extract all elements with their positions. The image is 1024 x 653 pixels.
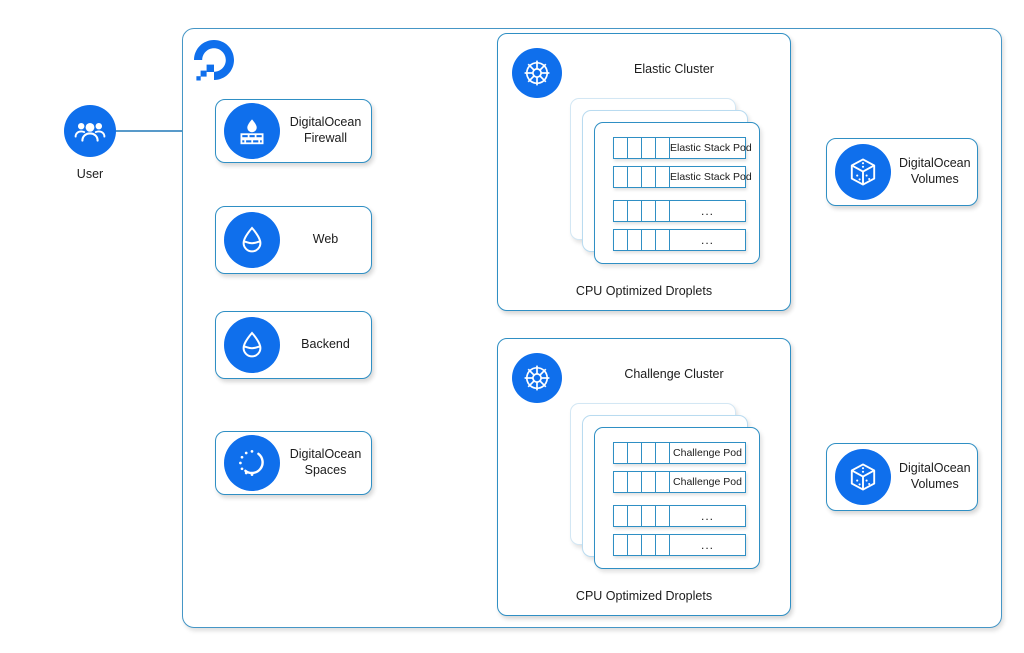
pod-label: Elastic Stack Pod (670, 171, 752, 183)
droplet-card-front: Challenge Pod Challenge Pod ... (594, 427, 760, 569)
cluster-footer: CPU Optimized Droplets (575, 589, 713, 603)
node-digitalocean-firewall[interactable]: DigitalOcean Firewall (215, 99, 372, 163)
pod-row[interactable]: ... (613, 505, 746, 527)
kubernetes-icon (512, 353, 562, 403)
kubernetes-icon (512, 48, 562, 98)
pod-cell (656, 535, 670, 555)
pod-cell (656, 472, 670, 492)
pod-cell (656, 138, 670, 158)
pod-label: Elastic Stack Pod (670, 142, 752, 154)
digitalocean-logo-icon (190, 36, 238, 84)
node-digitalocean-volumes-top[interactable]: DigitalOcean Volumes (826, 138, 978, 206)
cluster-title: Elastic Cluster (634, 62, 714, 76)
pod-cell (656, 167, 670, 187)
node-label: DigitalOcean Volumes (899, 461, 971, 491)
pod-cell (614, 230, 628, 250)
pod-row[interactable]: Challenge Pod (613, 471, 746, 493)
node-backend[interactable]: Backend (215, 311, 372, 379)
droplet-card-front: Elastic Stack Pod Elastic Stack Pod ... (594, 122, 760, 264)
pod-cell (642, 472, 656, 492)
pod-label: ... (700, 509, 714, 523)
node-label: DigitalOcean Firewall (289, 115, 362, 145)
pod-cell (628, 167, 642, 187)
pod-label: Challenge Pod (673, 476, 742, 488)
pod-cell (656, 230, 670, 250)
digitalocean-droplet-icon (224, 212, 280, 268)
node-label: DigitalOcean Spaces (289, 447, 362, 477)
user-label: User (76, 167, 104, 181)
pod-cell (656, 443, 670, 463)
pod-row[interactable]: ... (613, 534, 746, 556)
pod-cell (656, 506, 670, 526)
pod-cell (614, 167, 628, 187)
pod-cell (614, 443, 628, 463)
pod-cell (628, 230, 642, 250)
pod-label: ... (700, 538, 714, 552)
pod-cell (614, 201, 628, 221)
cluster-challenge: Challenge Cluster Challenge Pod Challe (497, 338, 791, 616)
node-digitalocean-volumes-bottom[interactable]: DigitalOcean Volumes (826, 443, 978, 511)
pod-cell (614, 138, 628, 158)
node-label: Backend (301, 337, 350, 352)
pod-row[interactable]: ... (613, 229, 746, 251)
node-label: Web (312, 232, 339, 247)
user-actor: User (50, 105, 130, 195)
pod-cell (628, 472, 642, 492)
digitalocean-volumes-icon (835, 449, 891, 505)
node-web[interactable]: Web (215, 206, 372, 274)
pod-row[interactable]: Elastic Stack Pod (613, 166, 752, 188)
digitalocean-spaces-icon (224, 435, 280, 491)
pod-cell (642, 535, 656, 555)
cluster-footer: CPU Optimized Droplets (575, 284, 713, 298)
droplet-stack-challenge: Challenge Pod Challenge Pod ... (570, 403, 760, 569)
pod-cell (642, 201, 656, 221)
pod-cell (642, 167, 656, 187)
droplet-stack-elastic: Elastic Stack Pod Elastic Stack Pod ... (570, 98, 760, 264)
cluster-elastic: Elastic Cluster Elastic Stack Pod Elas (497, 33, 791, 311)
pod-cell (614, 535, 628, 555)
pod-row[interactable]: ... (613, 200, 746, 222)
pod-cell (628, 443, 642, 463)
pod-cell (642, 138, 656, 158)
pod-cell (614, 472, 628, 492)
pod-cell (628, 506, 642, 526)
pod-label: ... (700, 233, 714, 247)
cluster-title: Challenge Cluster (624, 367, 724, 381)
pod-cell (642, 443, 656, 463)
digitalocean-droplet-icon (224, 317, 280, 373)
node-digitalocean-spaces[interactable]: DigitalOcean Spaces (215, 431, 372, 495)
node-label: DigitalOcean Volumes (899, 156, 971, 186)
pod-cell (614, 506, 628, 526)
digitalocean-firewall-icon (224, 103, 280, 159)
pod-cell (642, 230, 656, 250)
pod-label: ... (700, 204, 714, 218)
pod-cell (628, 535, 642, 555)
users-group-icon (64, 105, 116, 157)
pod-row[interactable]: Challenge Pod (613, 442, 746, 464)
pod-cell (628, 138, 642, 158)
pod-cell (642, 506, 656, 526)
digitalocean-volumes-icon (835, 144, 891, 200)
pod-row[interactable]: Elastic Stack Pod (613, 137, 752, 159)
pod-cell (656, 201, 670, 221)
pod-cell (628, 201, 642, 221)
pod-label: Challenge Pod (673, 447, 742, 459)
